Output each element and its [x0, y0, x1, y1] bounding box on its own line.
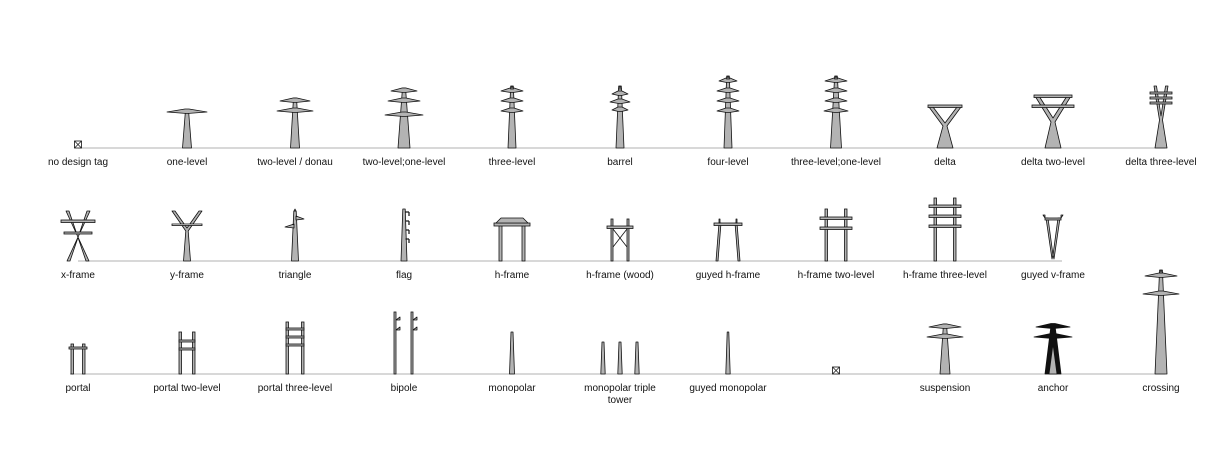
tower-label: delta three-level: [1125, 157, 1197, 168]
tower-portal-two-level: [178, 331, 196, 375]
tower-h-frame-two-level: [819, 208, 853, 262]
tower-delta-three-level: [1149, 85, 1173, 149]
tower-label: suspension: [919, 383, 971, 394]
tower-label: guyed v-frame: [1021, 270, 1085, 281]
tower-label: monopolar triple tower: [584, 383, 656, 406]
tower-label: guyed h-frame: [695, 270, 761, 281]
tower-label: barrel: [607, 157, 633, 168]
tower-anchor: [1033, 323, 1073, 375]
tower-label: three-level: [488, 157, 536, 168]
tower-label: two-level;one-level: [362, 157, 446, 168]
tower-two-level: [276, 97, 314, 149]
tower-label: crossing: [1142, 383, 1180, 394]
tower-bipole: [393, 311, 418, 375]
tower-y-frame: [171, 210, 203, 262]
tower-guyed-h-frame: [713, 218, 743, 262]
tower-label: delta: [934, 157, 956, 168]
tower-label: anchor: [1037, 383, 1069, 394]
tower-guyed-v-frame: [1042, 214, 1064, 260]
tower-delta: [927, 104, 963, 149]
tower-two-level-one-level: [384, 87, 424, 149]
tower-h-frame-three-level: [928, 197, 962, 262]
tower-h-frame: [493, 217, 531, 262]
tower-label: h-frame (wood): [586, 270, 654, 281]
tower-label: four-level: [707, 157, 749, 168]
tower-label: monopolar: [488, 383, 536, 394]
tower-four-level: [716, 75, 740, 149]
tower-label: triangle: [278, 270, 312, 281]
tower-label: portal: [65, 383, 91, 394]
tower-label: h-frame: [494, 270, 530, 281]
tower-barrel: [609, 85, 631, 149]
tower-triangle: [284, 208, 305, 262]
tower-guyed-monopolar: [725, 331, 731, 375]
tower-label: one-level: [166, 157, 208, 168]
tower-label: three-level;one-level: [790, 157, 882, 168]
tower-label: bipole: [390, 383, 418, 394]
tower-three-level: [500, 85, 524, 149]
tower-h-frame-wood: [606, 218, 634, 262]
tower-label: guyed monopolar: [689, 383, 767, 394]
tower-label: x-frame: [61, 270, 95, 281]
tower-label: h-frame two-level: [797, 270, 875, 281]
tower-label: h-frame three-level: [903, 270, 987, 281]
tower-monopolar-triple: [600, 341, 640, 375]
tower-label: two-level / donau: [257, 157, 333, 168]
tower-portal: [68, 343, 88, 375]
tower-label: delta two-level: [1021, 157, 1085, 168]
tower-label: portal two-level: [153, 383, 221, 394]
tower-empty: [74, 140, 82, 149]
tower-portal-three-level: [285, 321, 305, 375]
tower-flag: [400, 208, 410, 262]
tower-three-level-one-level: [823, 75, 849, 149]
tower-x-frame: [60, 210, 96, 262]
tower-crossing: [1142, 269, 1180, 375]
tower-label: flag: [395, 270, 413, 281]
tower-monopolar: [509, 331, 515, 375]
tower-suspension: [926, 323, 964, 375]
tower-delta-two-level: [1031, 94, 1075, 149]
tower-label: portal three-level: [257, 383, 333, 394]
tower-label: no design tag: [47, 157, 109, 168]
tower-one-level: [166, 108, 208, 149]
tower-empty-no-tag: [832, 366, 840, 375]
tower-label: y-frame: [170, 270, 204, 281]
